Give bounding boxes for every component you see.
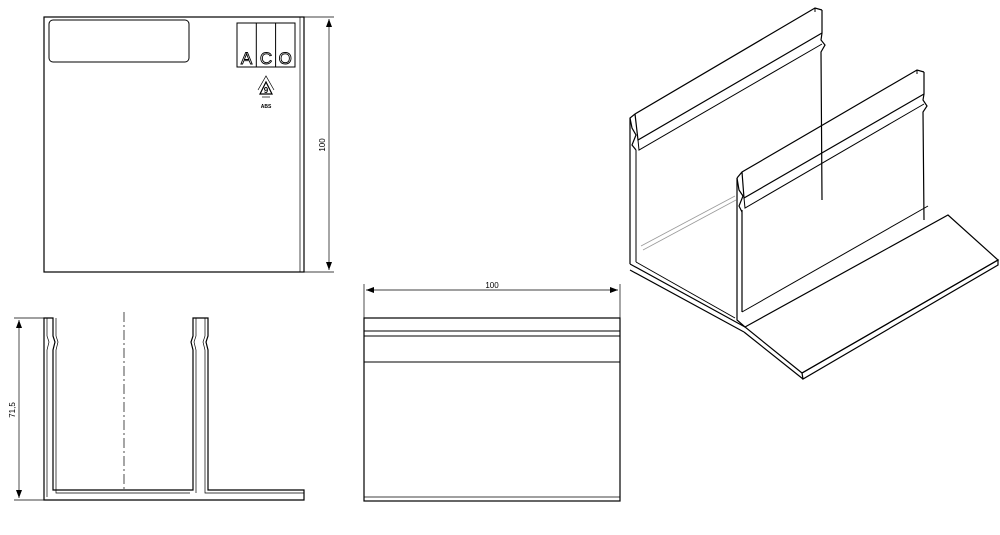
recycle-material: ABS	[261, 104, 272, 110]
logo-letter-a: A	[241, 49, 253, 68]
aco-logo: A C O	[236, 22, 296, 68]
front-height-dimension: 100	[304, 16, 334, 273]
iso-inner-shading	[640, 195, 736, 247]
label-area	[48, 19, 190, 63]
recycle-icon: 9 ABS	[257, 75, 275, 110]
iso-right-wall	[736, 178, 746, 328]
logo-letter-o: O	[279, 49, 292, 68]
iso-left-wall	[629, 7, 823, 264]
section-height-dimension: 71,5	[8, 317, 44, 501]
recycle-code: 9	[264, 86, 269, 95]
front-height-label: 100	[318, 138, 327, 152]
section-view: 71,5	[8, 312, 305, 501]
side-width-dimension: 100	[363, 281, 621, 318]
side-view: 100	[363, 281, 621, 502]
section-profile-outline	[43, 317, 305, 501]
section-height-label: 71,5	[8, 402, 17, 418]
side-view-outline	[363, 317, 621, 502]
logo-letter-c: C	[260, 49, 272, 68]
front-view-outline	[43, 16, 305, 273]
side-width-label: 100	[485, 281, 499, 290]
front-view: A C O 9 ABS 100	[43, 16, 334, 273]
isometric-view	[629, 7, 1000, 380]
logo-frame	[236, 22, 296, 68]
